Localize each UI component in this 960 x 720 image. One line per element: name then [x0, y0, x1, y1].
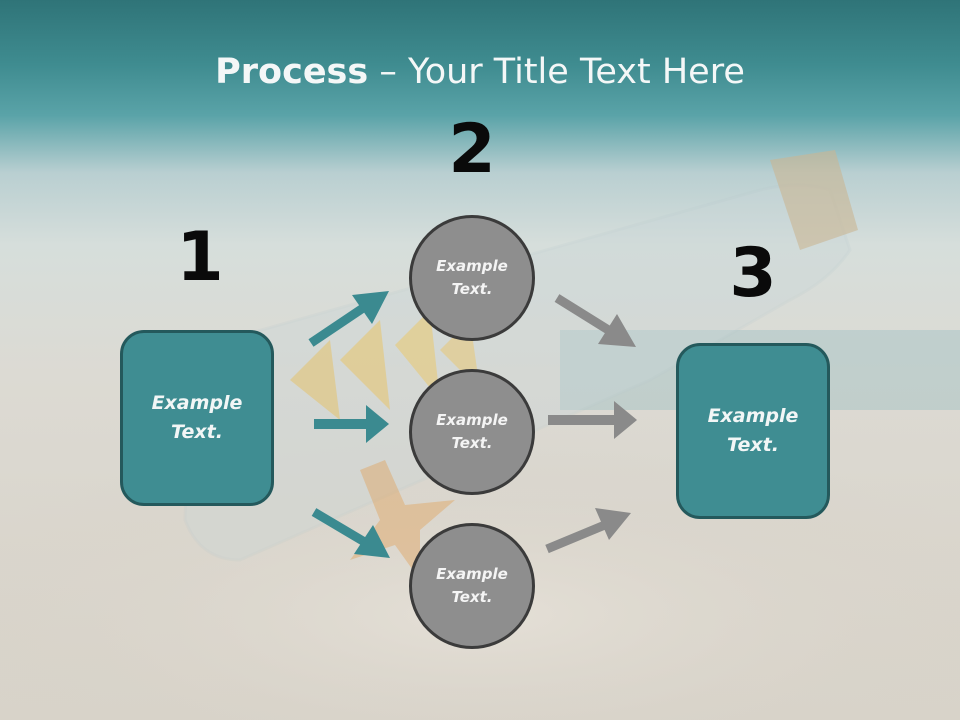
arrow-bottom-to-right-icon: [545, 508, 631, 554]
step-number-2: 2: [448, 110, 496, 189]
process-circle-top[interactable]: Example Text.: [409, 215, 535, 341]
left-box-text: Example Text.: [151, 392, 243, 443]
process-circle-bottom[interactable]: Example Text.: [409, 523, 535, 649]
arrow-middle-to-right-icon: [548, 401, 637, 439]
circle-top-text: Example Text.: [436, 257, 508, 298]
step-number-1: 1: [176, 218, 224, 297]
arrow-left-to-top-icon: [308, 291, 389, 347]
page-title: Process – Your Title Text Here: [0, 52, 960, 92]
circle-bottom-text: Example Text.: [436, 565, 508, 606]
step-number-3: 3: [729, 234, 777, 313]
title-rest: – Your Title Text Here: [368, 52, 745, 92]
circle-middle-text: Example Text.: [436, 411, 508, 452]
left-process-box[interactable]: Example Text.: [120, 330, 274, 506]
process-circle-middle[interactable]: Example Text.: [409, 369, 535, 495]
right-process-box[interactable]: Example Text.: [676, 343, 830, 519]
arrow-left-to-middle-icon: [314, 405, 389, 443]
arrow-top-to-right-icon: [554, 294, 636, 347]
arrow-left-to-bottom-icon: [311, 508, 390, 558]
title-bold: Process: [215, 52, 369, 92]
right-box-text: Example Text.: [707, 405, 799, 456]
